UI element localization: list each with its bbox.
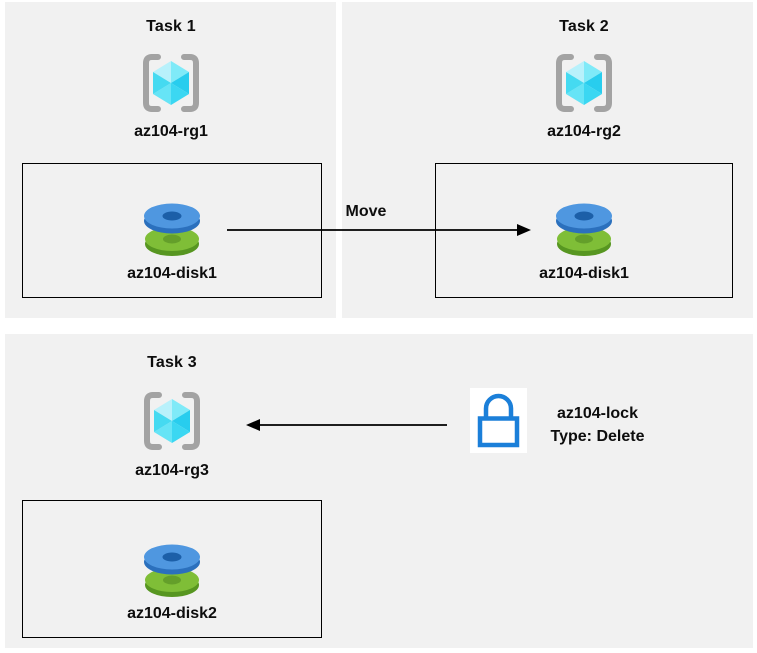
- lock-name: az104-lock: [557, 405, 638, 422]
- arrow-right-icon: [227, 224, 531, 236]
- task1-title: Task 1: [146, 18, 196, 35]
- resource-group-icon: [141, 52, 201, 114]
- arrow-left-icon: [246, 419, 447, 431]
- managed-disk-icon: [141, 539, 203, 599]
- task3-disk-label: az104-disk2: [127, 605, 217, 622]
- task2-panel: Task 2 az104-rg2 az104-disk1: [342, 2, 753, 318]
- task3-title: Task 3: [147, 354, 197, 371]
- move-arrow-label: Move: [345, 203, 387, 220]
- task3-resource-group-label: az104-rg3: [135, 462, 209, 479]
- lock-type: Type: Delete: [550, 428, 645, 445]
- task3-panel: Task 3 az104-rg3 az104-disk2: [5, 334, 753, 648]
- task1-column: Task 1 az104-rg1: [21, 2, 321, 318]
- resource-group-icon: [554, 52, 614, 114]
- task1-panel: Task 1 az104-rg1 az104-disk1: [5, 2, 336, 318]
- task1-disk-label: az104-disk1: [127, 265, 217, 282]
- task3-disk-box: az104-disk2: [22, 500, 322, 638]
- task1-resource-group-label: az104-rg1: [134, 123, 208, 140]
- task2-title: Task 2: [559, 18, 609, 35]
- resource-group-icon: [142, 390, 202, 452]
- managed-disk-icon: [141, 198, 203, 258]
- task2-column: Task 2 az104-rg2: [434, 2, 734, 318]
- lock-tile: [470, 388, 527, 453]
- lock-caption: az104-lock Type: Delete: [510, 402, 685, 448]
- task2-disk-label: az104-disk1: [539, 265, 629, 282]
- managed-disk-icon: [553, 198, 615, 258]
- task2-resource-group-label: az104-rg2: [547, 123, 621, 140]
- task3-column: Task 3 az104-rg3: [22, 334, 322, 648]
